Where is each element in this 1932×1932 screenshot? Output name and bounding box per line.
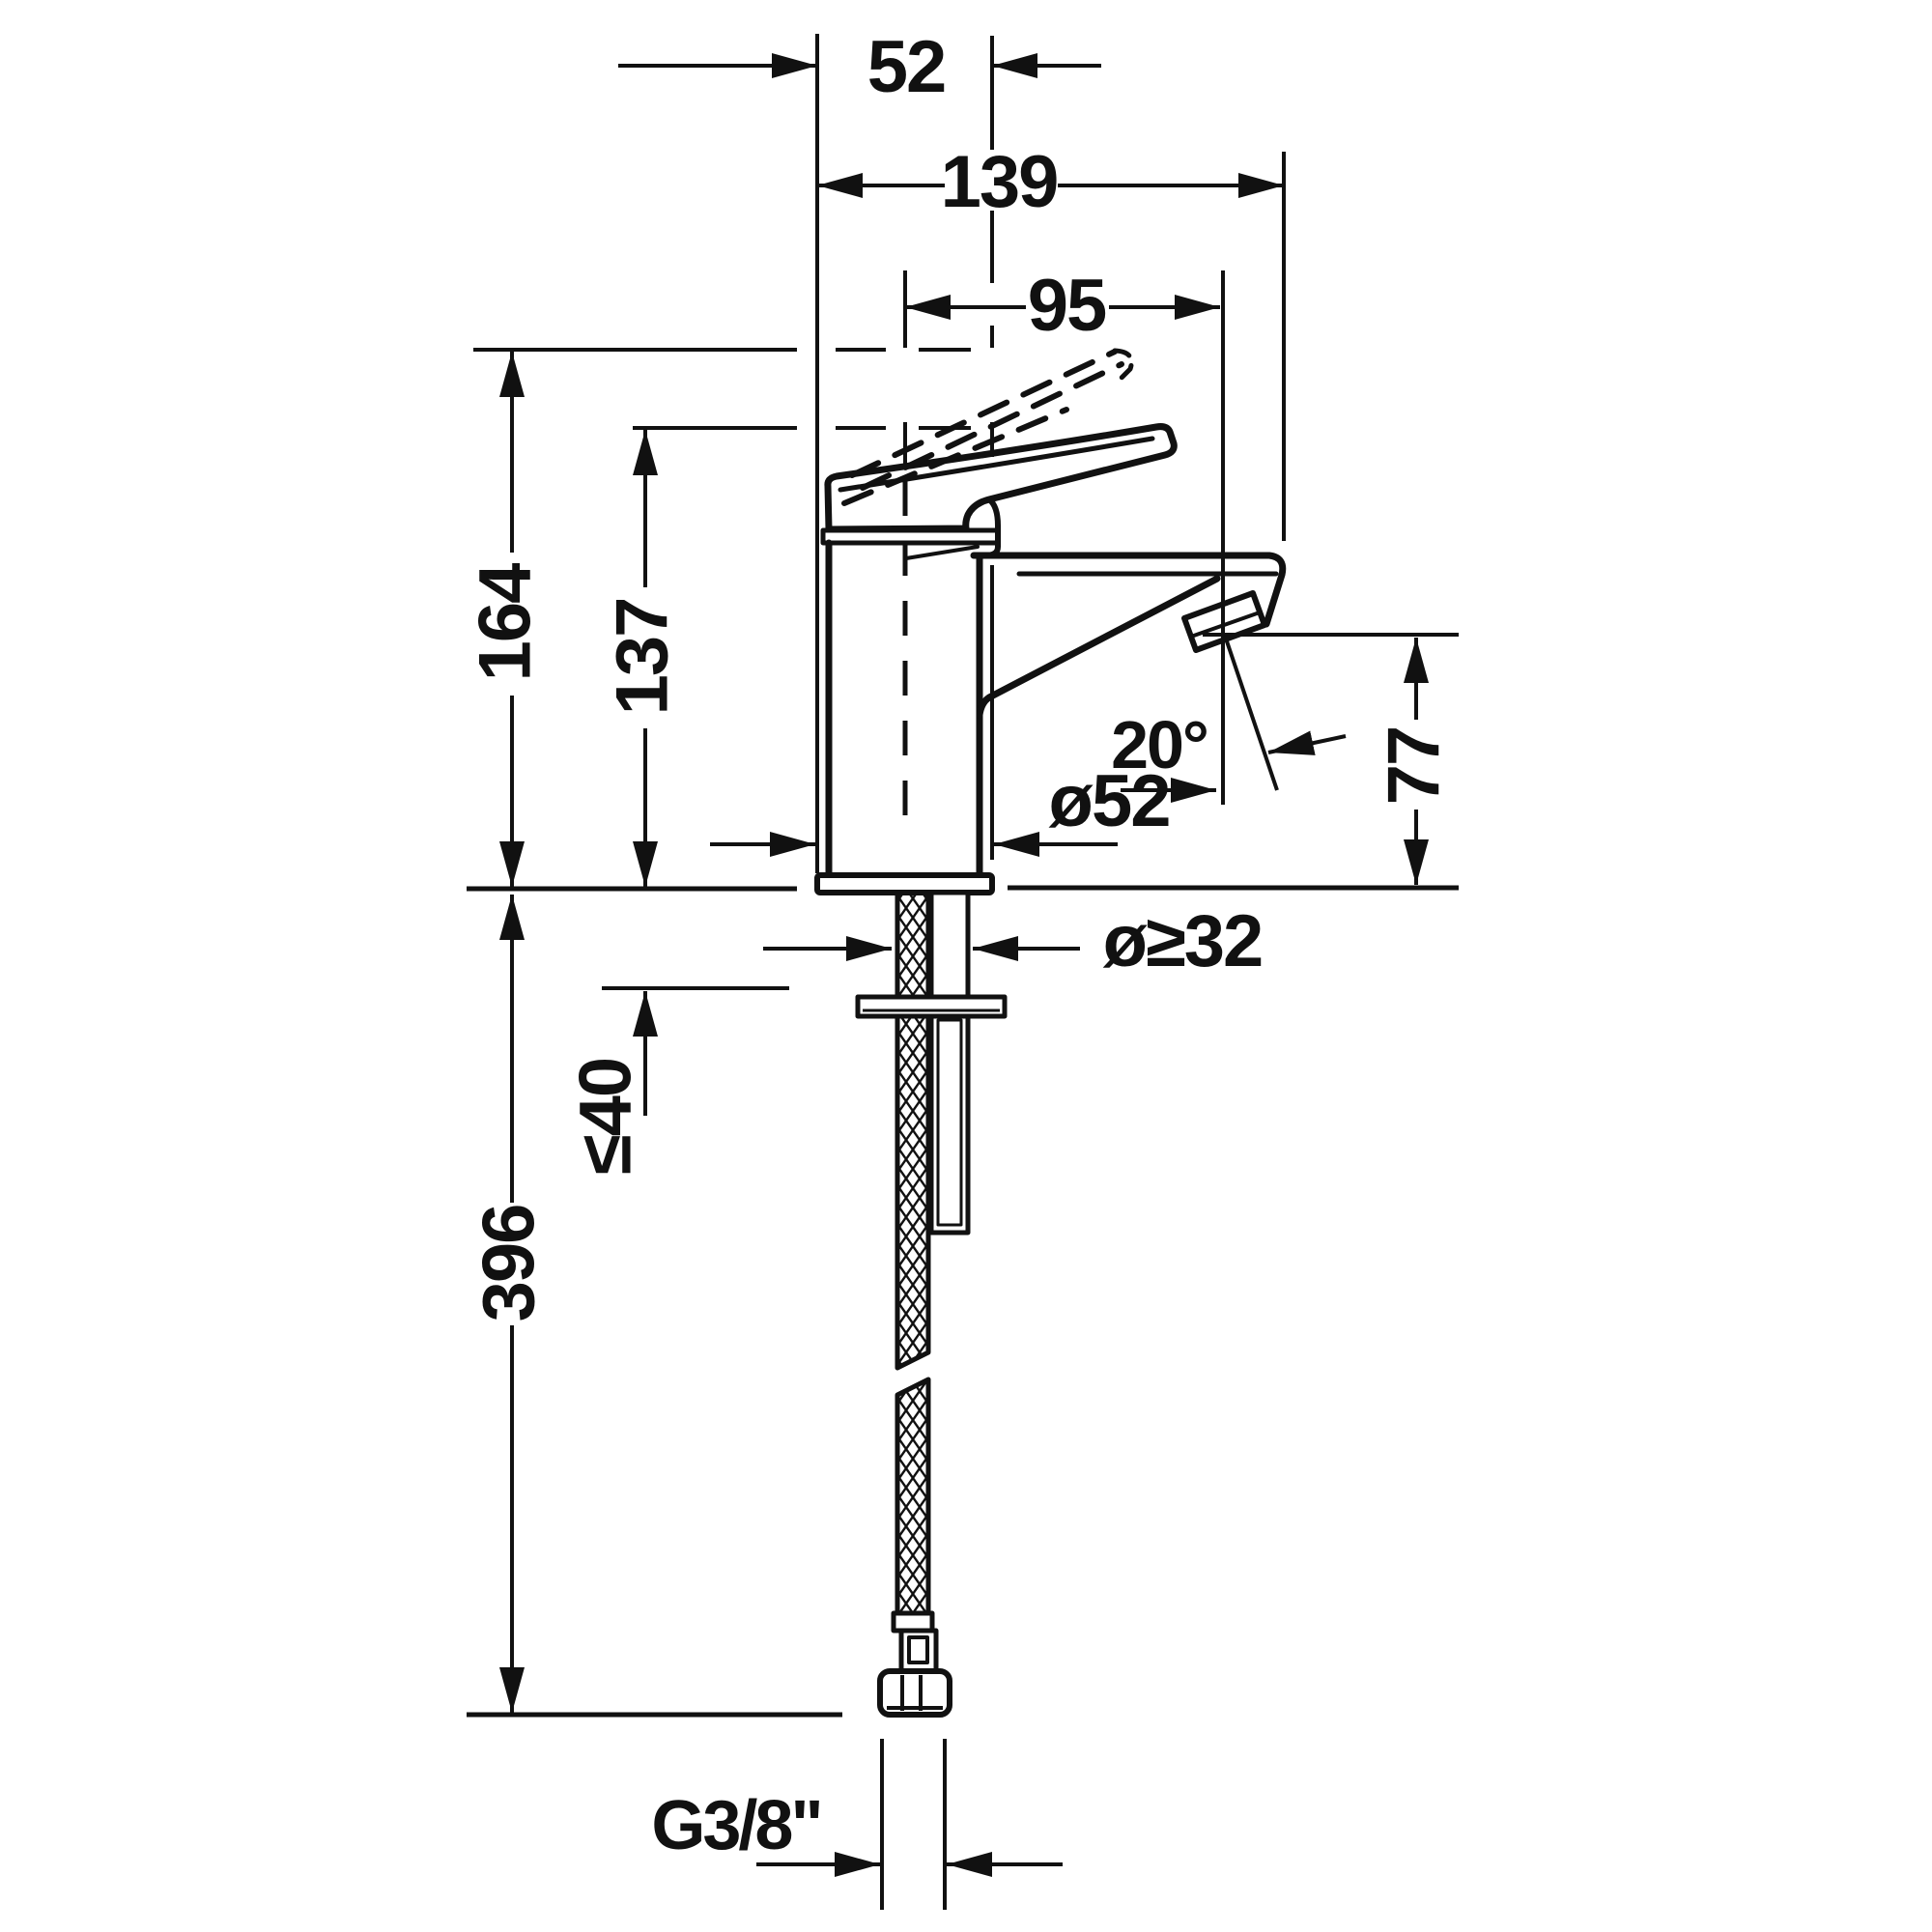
dim-label-projection-total: 139 [941, 141, 1058, 223]
handle-inner-line [838, 436, 1155, 493]
dim-label-height-body: 137 [602, 599, 684, 716]
dim-label-spout-angle: 20° [1111, 707, 1208, 782]
dimension-lines [499, 53, 1429, 1877]
dim-label-deck-thickness-max: ≤40 [565, 1059, 647, 1175]
base-plate [814, 872, 995, 895]
handle-outline [824, 423, 1178, 533]
raised-handle-line-top [849, 349, 1118, 478]
dimension-labels: 52 139 95 164 137 396 ≤40 ø52 20° 77 ø≥3… [465, 26, 1456, 1864]
ext-lines-thread [880, 1739, 947, 1910]
connector-nut [877, 1668, 952, 1718]
spout-underside [976, 575, 1221, 719]
aerator-outline [1181, 590, 1267, 653]
dim-label-below-deck-length: 396 [469, 1206, 551, 1322]
angle-reference-line [1223, 635, 1279, 791]
dim-label-outlet-height: 77 [1374, 727, 1456, 806]
cartridge-collar [820, 527, 1000, 546]
dim-label-thread: G3/8" [651, 1787, 820, 1864]
dim-label-height-total: 164 [465, 563, 547, 682]
body-shoulder [982, 497, 1001, 558]
dim-label-base-diameter: ø52 [1049, 760, 1170, 842]
spout-root-curve [904, 545, 980, 560]
supply-hose-lower [895, 1377, 931, 1618]
raised-handle-line-bottom [841, 407, 1069, 506]
mounting-stud-inner [936, 1018, 963, 1227]
aerator-inner-line [1189, 611, 1262, 639]
raised-handle-line-mid [860, 361, 1124, 491]
dim-label-width-top: 52 [867, 26, 946, 108]
raised-handle-dashed [841, 349, 1124, 506]
extension-lines [467, 34, 1459, 1910]
supply-hose-upper [895, 890, 931, 1371]
below-deck-parts [855, 890, 1008, 1718]
hose-fitting-window [907, 1635, 929, 1664]
dim-20deg-tilted-arrow [1267, 730, 1347, 755]
dim-label-hole-diameter: ø≥32 [1103, 900, 1263, 982]
raised-handle-tip-dashed [1112, 348, 1134, 381]
faucet-outline [814, 348, 1287, 895]
connector-nut-facets [887, 1675, 943, 1711]
dim-label-projection-spout: 95 [1028, 265, 1106, 347]
mounting-washer [855, 994, 1008, 1019]
hose-end-collar [891, 1610, 935, 1634]
spout-top [970, 552, 1287, 628]
